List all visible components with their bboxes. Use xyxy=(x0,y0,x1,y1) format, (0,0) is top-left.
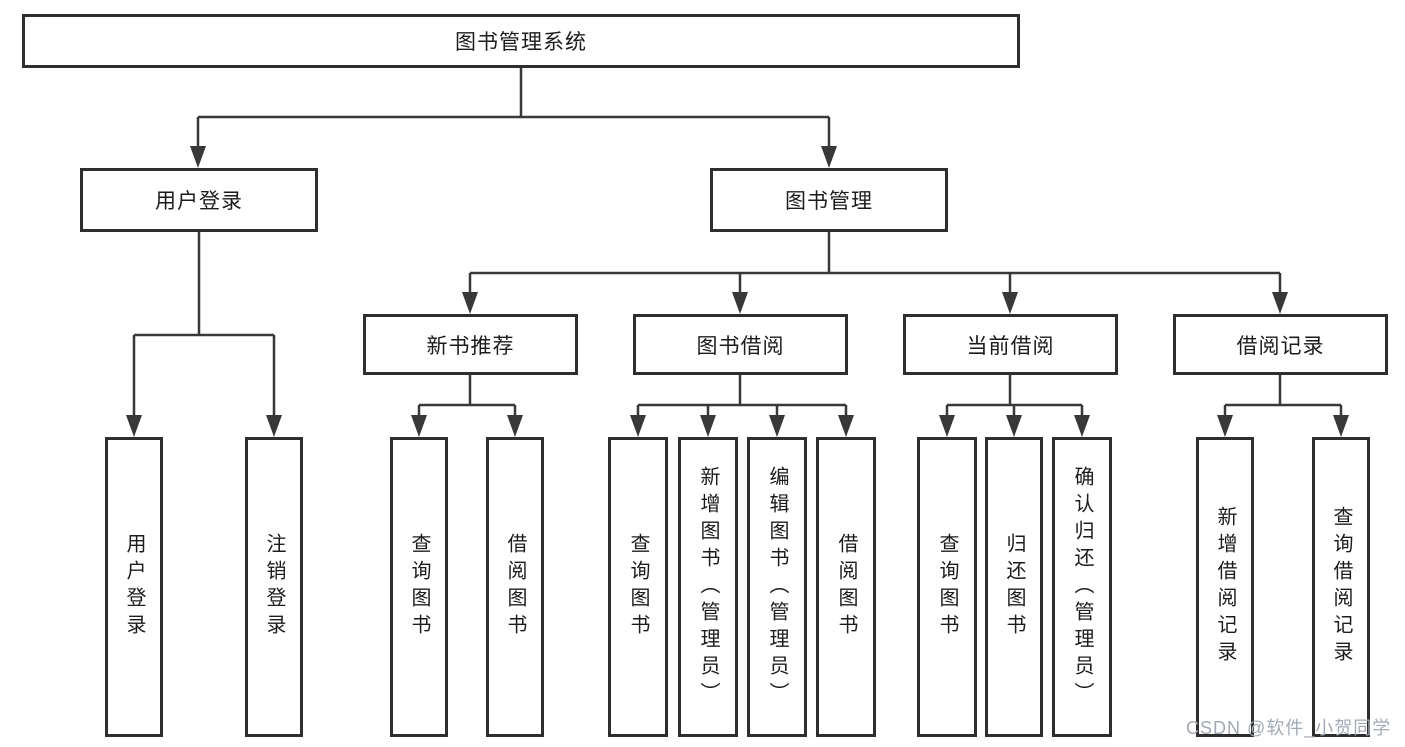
leaf-user-login-label: 用户登录 xyxy=(123,533,145,641)
leaf-borrow-add-admin-label: 新增图书（管理员） xyxy=(697,465,719,709)
leaf-borrow-add-admin: 新增图书（管理员） xyxy=(678,437,738,737)
leaf-logout-label: 注销登录 xyxy=(263,533,285,641)
node-root: 图书管理系统 xyxy=(22,14,1020,68)
node-user-login-label: 用户登录 xyxy=(155,190,243,213)
leaf-borrow-book-label: 借阅图书 xyxy=(835,533,857,641)
leaf-newbooks-borrow: 借阅图书 xyxy=(486,437,544,737)
leaf-newbooks-borrow-label: 借阅图书 xyxy=(504,533,526,641)
node-root-label: 图书管理系统 xyxy=(455,31,587,54)
node-book-borrow: 图书借阅 xyxy=(633,314,848,375)
node-current-borrow-label: 当前借阅 xyxy=(966,334,1055,358)
leaf-current-confirm-return-admin: 确认归还（管理员） xyxy=(1052,437,1112,737)
leaf-borrow-edit-admin-label: 编辑图书（管理员） xyxy=(766,465,788,709)
leaf-records-add: 新增借阅记录 xyxy=(1196,437,1254,737)
leaf-newbooks-query: 查询图书 xyxy=(390,437,448,737)
node-borrow-records-label: 借阅记录 xyxy=(1236,334,1325,358)
node-borrow-records: 借阅记录 xyxy=(1173,314,1388,375)
leaf-borrow-book: 借阅图书 xyxy=(816,437,876,737)
node-new-book-recommend: 新书推荐 xyxy=(363,314,578,375)
leaf-records-query: 查询借阅记录 xyxy=(1312,437,1370,737)
leaf-current-return-label: 归还图书 xyxy=(1003,533,1025,641)
leaf-current-confirm-return-admin-label: 确认归还（管理员） xyxy=(1071,465,1093,709)
leaf-user-login: 用户登录 xyxy=(105,437,163,737)
leaf-current-return: 归还图书 xyxy=(985,437,1043,737)
leaf-records-add-label: 新增借阅记录 xyxy=(1214,506,1236,668)
leaf-newbooks-query-label: 查询图书 xyxy=(408,533,430,641)
leaf-current-query: 查询图书 xyxy=(917,437,977,737)
node-book-borrow-label: 图书借阅 xyxy=(696,334,785,358)
leaf-borrow-query: 查询图书 xyxy=(608,437,668,737)
leaf-borrow-query-label: 查询图书 xyxy=(627,533,649,641)
leaf-current-query-label: 查询图书 xyxy=(936,533,958,641)
node-new-book-recommend-label: 新书推荐 xyxy=(426,334,515,358)
leaf-records-query-label: 查询借阅记录 xyxy=(1330,506,1352,668)
node-current-borrow: 当前借阅 xyxy=(903,314,1118,375)
leaf-borrow-edit-admin: 编辑图书（管理员） xyxy=(747,437,807,737)
node-user-login: 用户登录 xyxy=(80,168,318,232)
csdn-watermark: CSDN @软件_小贺同学 xyxy=(1186,718,1392,738)
node-book-management: 图书管理 xyxy=(710,168,948,232)
node-book-management-label: 图书管理 xyxy=(785,190,873,213)
leaf-logout: 注销登录 xyxy=(245,437,303,737)
